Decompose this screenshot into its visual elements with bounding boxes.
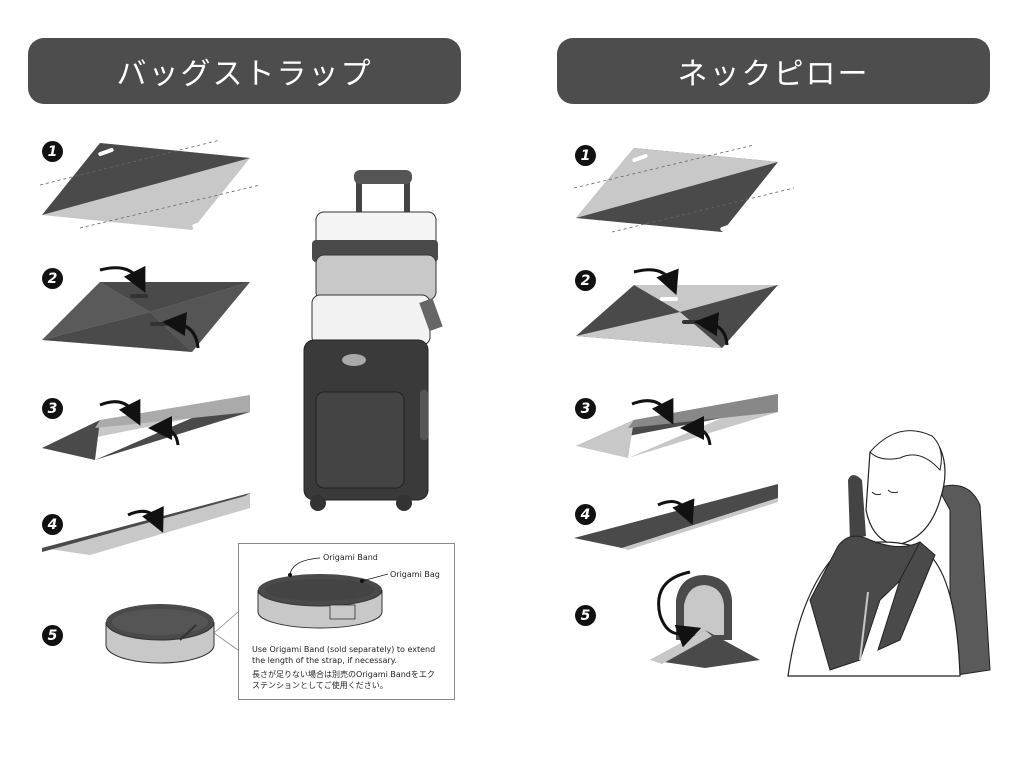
- left-step-3-badge: 3: [42, 398, 63, 419]
- right-step-2-fold: [576, 268, 778, 348]
- suitcase-with-bag-illustration: [303, 170, 443, 511]
- right-step-3-fold: [576, 394, 778, 458]
- bag-strap-title: バッグストラップ: [116, 57, 373, 92]
- callout-band-bag-illustration: [257, 557, 389, 629]
- left-step-2-badge: 2: [42, 268, 63, 289]
- person-with-neck-pillow-illustration: [787, 430, 991, 677]
- right-step-4-strip: [574, 484, 778, 550]
- right-step-1-sheet: [573, 144, 795, 233]
- right-step-5-twist: [650, 570, 760, 668]
- right-step-1-badge: 1: [575, 145, 596, 166]
- origami-band-label: Origami Band: [323, 553, 378, 562]
- right-step-5-badge: 5: [575, 605, 596, 626]
- right-step-3-badge: 3: [575, 398, 596, 419]
- left-step-5-ring: [105, 604, 215, 664]
- neck-pillow-header: ネックピロー: [557, 38, 990, 104]
- right-step-4-badge: 4: [575, 504, 596, 525]
- left-step-3-fold: [42, 395, 250, 460]
- left-step-1-sheet: [39, 139, 261, 230]
- left-step-4-strip: [42, 493, 250, 555]
- left-step-5-badge: 5: [42, 625, 63, 646]
- left-step-2-fold: [42, 265, 250, 352]
- extension-note-english: Use Origami Band (sold separately) to ex…: [252, 645, 436, 665]
- left-step-1-badge: 1: [42, 141, 63, 162]
- neck-pillow-title: ネックピロー: [677, 57, 870, 92]
- origami-bag-label: Origami Bag: [390, 570, 440, 579]
- left-step-4-badge: 4: [42, 514, 63, 535]
- bag-strap-header: バッグストラップ: [28, 38, 461, 104]
- extension-note-japanese: 長さが足りない場合は別売のOrigami Bandをエクステンションとしてご使用…: [252, 670, 435, 690]
- right-step-2-badge: 2: [575, 270, 596, 291]
